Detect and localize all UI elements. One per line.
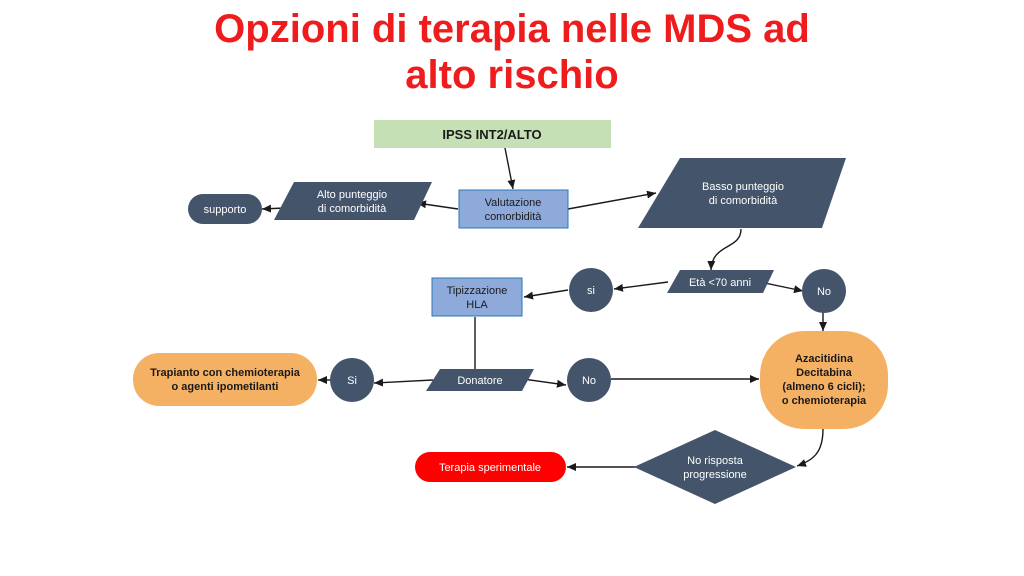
basso-line-1: Basso punteggio [702, 181, 784, 193]
alto-line-1: Alto punteggio [317, 189, 387, 201]
hla-box: Tipizzazione HLA [431, 277, 523, 317]
arrow-eta-to-si [613, 281, 669, 292]
no-donatore-circle: No [567, 358, 611, 402]
no-risposta-diamond: No risposta progressione [634, 430, 796, 504]
hla-line-2: HLA [466, 299, 488, 311]
arrow-valutazione-to-basso [567, 190, 657, 210]
connectors [261, 147, 827, 471]
azacitidina-line-4: o chemioterapia [782, 395, 867, 407]
no-risposta-line-2: progressione [683, 469, 747, 481]
arrow-valutazione-to-alto [416, 200, 459, 210]
arrow-basso-to-eta [707, 228, 742, 271]
azacitidina-line-1: Azacitidina [795, 353, 854, 365]
arrow-donatore-to-no [522, 378, 567, 388]
arrow-donatore-to-si [373, 378, 434, 387]
trapianto-line-2: o agenti ipometilanti [172, 381, 279, 393]
si-eta-circle: si [569, 268, 613, 312]
arrow-si-to-hla [523, 289, 569, 300]
no-eta-circle: No [802, 269, 846, 313]
valutazione-line-1: Valutazione [485, 197, 542, 209]
page-title: Opzioni di terapia nelle MDS ad alto ris… [0, 6, 1024, 98]
alto-punteggio-parallelogram: Alto punteggio di comorbidità [274, 182, 432, 220]
basso-line-2: di comorbidità [709, 195, 778, 207]
eta-parallelogram: Età <70 anni [667, 270, 774, 293]
basso-punteggio-parallelogram: Basso punteggio di comorbidità [638, 158, 846, 228]
eta-label: Età <70 anni [689, 277, 751, 289]
valutazione-line-2: comorbidità [485, 211, 543, 223]
title-line-2: alto rischio [405, 53, 619, 97]
terapia-sperimentale-terminal: Terapia sperimentale [415, 452, 566, 482]
donatore-label: Donatore [457, 375, 502, 387]
azacitidina-terminal: Azacitidina Decitabina (almeno 6 cicli);… [760, 331, 888, 429]
hla-line-1: Tipizzazione [447, 285, 508, 297]
azacitidina-line-2: Decitabina [796, 367, 853, 379]
no-risposta-line-1: No risposta [687, 455, 744, 467]
alto-line-2: di comorbidità [318, 203, 387, 215]
si-eta-label: si [587, 285, 595, 297]
supporto-terminal: supporto [188, 194, 262, 224]
arrow-azacitidina-to-norisposta [796, 428, 824, 467]
ipss-box: IPSS INT2/ALTO [374, 120, 611, 148]
ipss-label: IPSS INT2/ALTO [442, 127, 541, 142]
si-donatore-label: Si [347, 375, 357, 387]
no-donatore-label: No [582, 375, 596, 387]
sperimentale-label: Terapia sperimentale [439, 462, 541, 474]
trapianto-line-1: Trapianto con chemioterapia [150, 367, 301, 379]
no-eta-label: No [817, 286, 831, 298]
si-donatore-circle: Si [330, 358, 374, 402]
trapianto-terminal: Trapianto con chemioterapia o agenti ipo… [133, 353, 317, 406]
arrow-ipss-to-valutazione [504, 147, 516, 190]
donatore-parallelogram: Donatore [426, 369, 534, 391]
azacitidina-line-3: (almeno 6 cicli); [782, 381, 865, 393]
supporto-label: supporto [204, 204, 247, 216]
valutazione-box: Valutazione comorbidità [458, 189, 569, 229]
title-line-1: Opzioni di terapia nelle MDS ad [214, 7, 810, 51]
